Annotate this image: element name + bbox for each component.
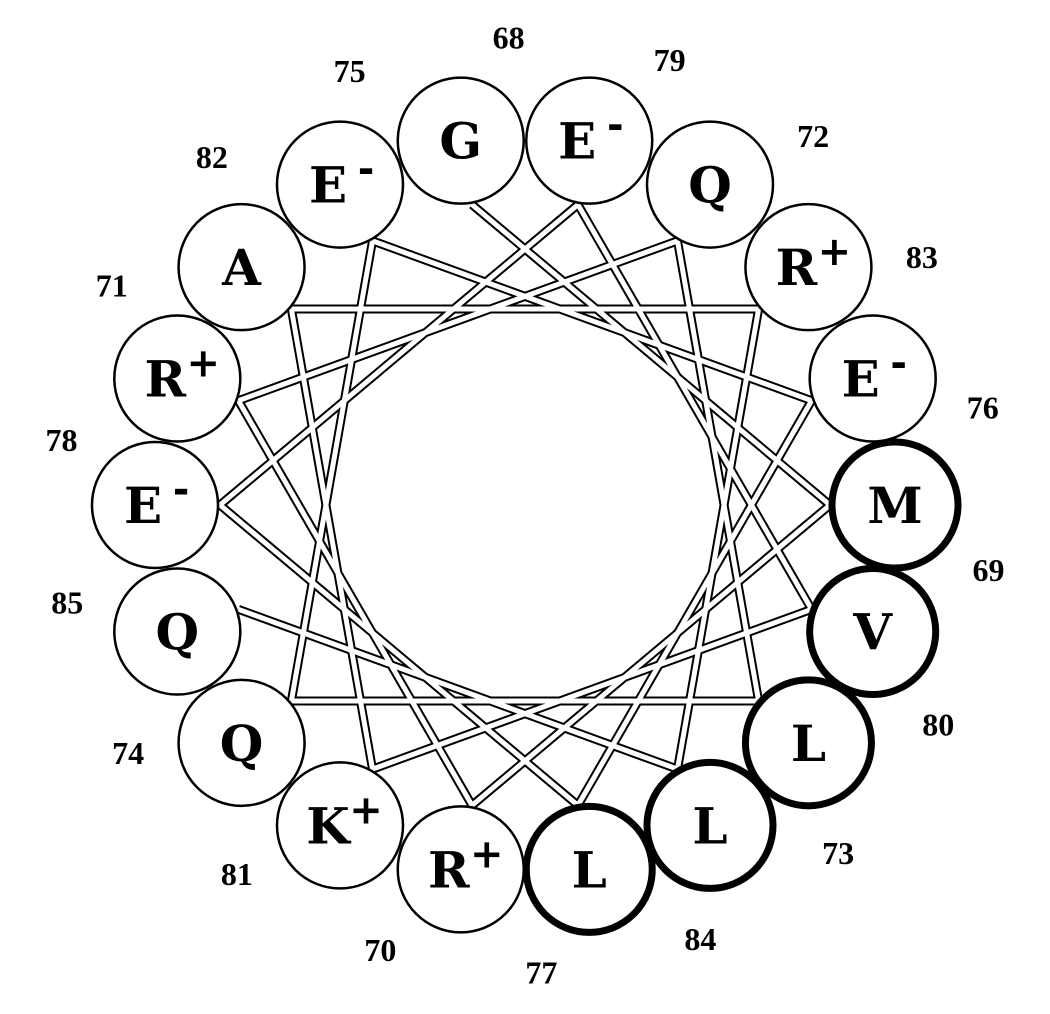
residue-number: 85 [51,584,83,620]
residue-letter: A [221,238,262,297]
residue-charge: + [470,831,504,877]
residue-circle [177,202,306,332]
residue-circle [113,314,242,443]
residue-letter: L [692,796,727,855]
residue-83: R+83 [744,202,938,332]
residue-letter: R [145,349,187,408]
connector-fill-74-75 [288,240,375,702]
residue-letter: E [842,349,880,408]
residue-charge: - [607,103,624,149]
residue-78: E- 78 [46,422,220,570]
residue-letter: L [572,840,607,899]
residue-number: 73 [822,835,854,871]
connector-fill-78-79 [218,202,580,507]
residue-77: L 77 [522,802,656,991]
hydrophobic-residue-circle [806,565,940,699]
connector-fill-81-82 [288,308,375,770]
residue-number: 83 [906,239,938,275]
residue-number: 75 [334,53,366,89]
residue-number: 82 [196,139,228,175]
residue-number: 72 [797,118,829,154]
hydrophobic-residue-circle [828,438,962,572]
residue-circle [744,202,873,332]
residue-circles: G68M69R+70R+71Q72L73Q74E-75E-76L77E-78E-… [46,19,1005,990]
residue-circle [808,314,937,443]
residue-71: R+71 [96,267,242,443]
residue-circle [177,678,306,808]
connector-fill-77-78 [218,503,580,808]
residue-number: 74 [112,735,144,771]
residue-82: A 82 [177,139,306,332]
residue-circle [396,76,526,205]
residue-letter: L [791,714,826,773]
connector-fill-79-80 [575,203,814,611]
hydrophobic-residue-circle [643,758,777,892]
residue-letter: E [309,156,347,215]
connector-fill-71-72 [237,238,679,404]
residue-number: 69 [972,552,1004,588]
residue-80: V 80 [806,565,954,743]
residue-circle [90,440,220,570]
residue-letter: G [439,112,482,171]
hydrophobic-residue-circle [741,676,875,810]
residue-circle [113,567,242,696]
residue-charge: - [890,340,907,386]
hydrophobic-residue-circle [522,802,656,936]
residue-70: R+70 [364,805,526,968]
residue-number: 70 [364,932,396,968]
residue-letter: R [776,238,818,297]
residue-circle [524,76,654,205]
connector-fill-80-81 [371,606,813,772]
residue-number: 79 [654,42,686,78]
residue-number: 71 [96,267,128,303]
connector-fill-68-69 [470,202,832,507]
residue-69: M 69 [828,438,1004,588]
residue-79: E-79 [524,42,686,205]
residue-81: K+81 [221,761,405,892]
residue-letter: E [124,476,162,535]
residue-74: Q 74 [112,678,306,808]
residue-number: 76 [967,390,999,426]
residue-charge: + [187,340,221,386]
residue-number: 78 [46,422,78,458]
residue-charge: - [358,147,375,193]
residue-number: 68 [493,19,525,55]
helix-connector-lines [217,201,833,809]
residue-letter: V [852,603,893,662]
residue-number: 80 [922,707,954,743]
residue-letter: E [558,112,596,171]
residue-circle [645,120,775,249]
residue-number: 81 [221,856,253,892]
residue-84: L 84 [643,758,777,957]
residue-letter: Q [220,714,264,773]
connector-fill-84-85 [237,606,679,772]
residue-charge: - [173,467,190,513]
connector-fill-83-84 [675,308,762,770]
residue-circle [275,120,405,249]
residue-letter: K [306,796,351,855]
residue-charge: + [349,787,383,833]
residue-letter: Q [688,156,732,215]
residue-85: Q 85 [51,567,242,696]
residue-letter: M [867,476,922,535]
residue-75: E- 75 [275,53,405,249]
residue-charge: + [818,229,852,275]
residue-letter: Q [156,603,200,662]
residue-68: G 68 [396,19,526,205]
residue-letter: R [428,840,470,899]
residue-number: 84 [684,921,716,957]
connector-fill-69-70 [470,503,832,808]
residue-number: 77 [525,955,557,991]
residue-73: L 73 [741,676,875,871]
connector-fill-70-71 [236,399,475,807]
residue-76: E- 76 [808,314,999,443]
residue-72: Q 72 [645,118,829,249]
connector-fill-75-76 [371,238,813,404]
connector-fill-72-73 [675,240,762,702]
residue-circle [275,761,405,890]
connector-fill-76-77 [575,399,814,807]
